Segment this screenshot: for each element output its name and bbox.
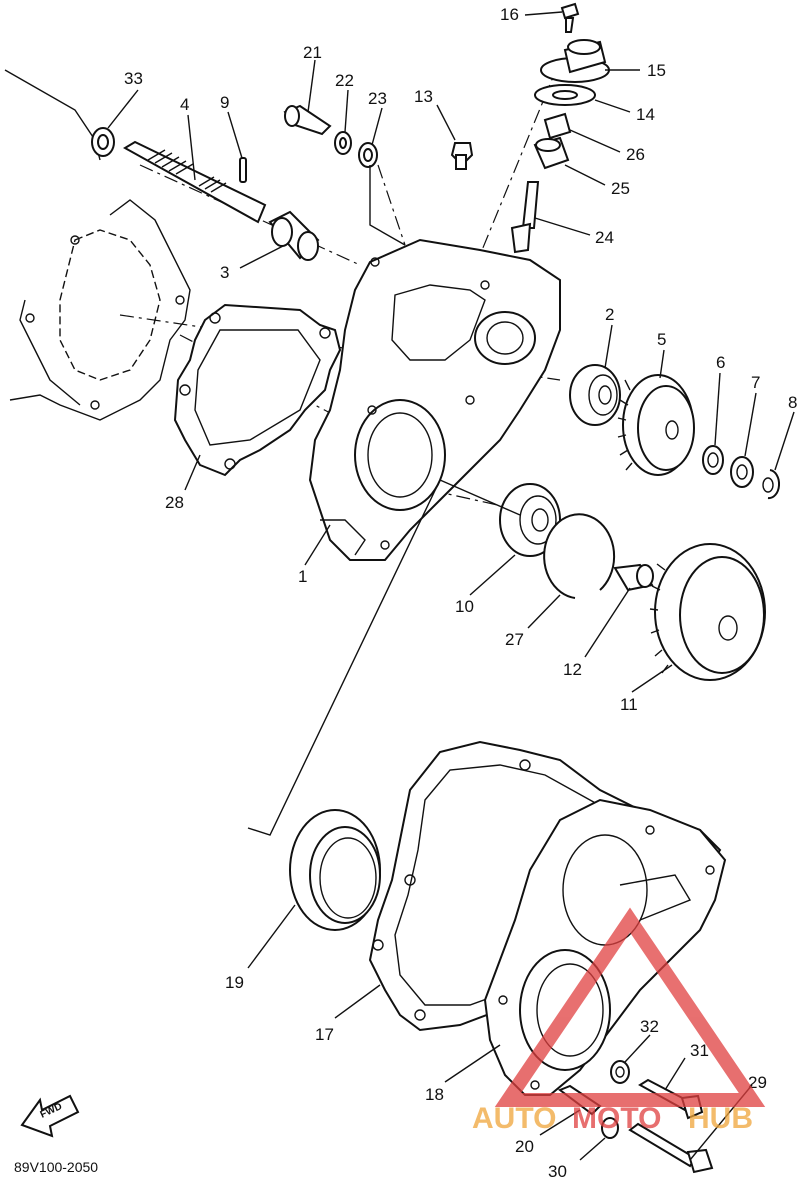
label-9: 9 xyxy=(220,93,229,112)
part-13-screw xyxy=(450,142,474,170)
label-20: 20 xyxy=(515,1137,534,1156)
watermark-part3: HUB xyxy=(688,1102,753,1135)
label-7: 7 xyxy=(751,373,760,392)
label-6: 6 xyxy=(716,353,725,372)
label-31: 31 xyxy=(690,1041,709,1060)
label-18: 18 xyxy=(425,1085,444,1104)
label-5: 5 xyxy=(657,330,666,349)
watermark-part1: AUTO xyxy=(472,1102,556,1135)
label-23: 23 xyxy=(368,89,387,108)
part-10-bearing xyxy=(499,483,561,557)
label-13: 13 xyxy=(414,87,433,106)
label-32: 32 xyxy=(640,1017,659,1036)
part-33-washer xyxy=(91,127,115,157)
watermark: AUTO MOTO HUB xyxy=(472,907,766,1135)
label-8: 8 xyxy=(788,393,797,412)
warning-triangle-icon xyxy=(494,907,766,1107)
part-2-bearing xyxy=(569,364,621,426)
label-10: 10 xyxy=(455,597,474,616)
part-28-gasket xyxy=(173,303,342,477)
label-17: 17 xyxy=(315,1025,334,1044)
label-14: 14 xyxy=(636,105,655,124)
leader-lines xyxy=(107,11,795,1161)
label-19: 19 xyxy=(225,973,244,992)
part-9-pin xyxy=(239,157,247,183)
part-27-circlip xyxy=(543,513,616,599)
part-12-pin xyxy=(613,563,654,592)
label-28: 28 xyxy=(165,493,184,512)
parts-6-7-8-washers-clip xyxy=(702,445,781,500)
watermark-part2: MOTO xyxy=(572,1102,661,1135)
part-5-gear xyxy=(617,374,695,476)
parts-16-15-14-26-25-24 xyxy=(510,2,610,254)
label-4: 4 xyxy=(180,95,189,114)
drawing-code: 89V100-2050 xyxy=(14,1159,98,1175)
part-3-collar xyxy=(268,210,320,261)
part-19-oil-seal xyxy=(289,809,381,931)
label-12: 12 xyxy=(563,660,582,679)
part-1-cover-housing xyxy=(308,238,561,561)
label-3: 3 xyxy=(220,263,229,282)
label-27: 27 xyxy=(505,630,524,649)
label-1: 1 xyxy=(298,567,307,586)
label-26: 26 xyxy=(626,145,645,164)
label-33: 33 xyxy=(124,69,143,88)
engine-outline xyxy=(4,69,191,421)
label-29: 29 xyxy=(748,1073,767,1092)
label-22: 22 xyxy=(335,71,354,90)
label-15: 15 xyxy=(647,61,666,80)
part-11-gear xyxy=(649,543,766,681)
label-25: 25 xyxy=(611,179,630,198)
fwd-arrow: FWD xyxy=(20,1094,80,1138)
label-2: 2 xyxy=(605,305,614,324)
label-24: 24 xyxy=(595,228,614,247)
parts-21-22-23-bolt-washers xyxy=(283,104,378,168)
label-11: 11 xyxy=(620,695,638,714)
label-30: 30 xyxy=(548,1162,567,1181)
part-4-shaft xyxy=(123,140,267,224)
part-labels: 33 9 4 3 21 22 23 13 16 15 14 26 25 24 2… xyxy=(124,5,797,1181)
label-21: 21 xyxy=(303,43,322,62)
label-16: 16 xyxy=(500,5,519,24)
